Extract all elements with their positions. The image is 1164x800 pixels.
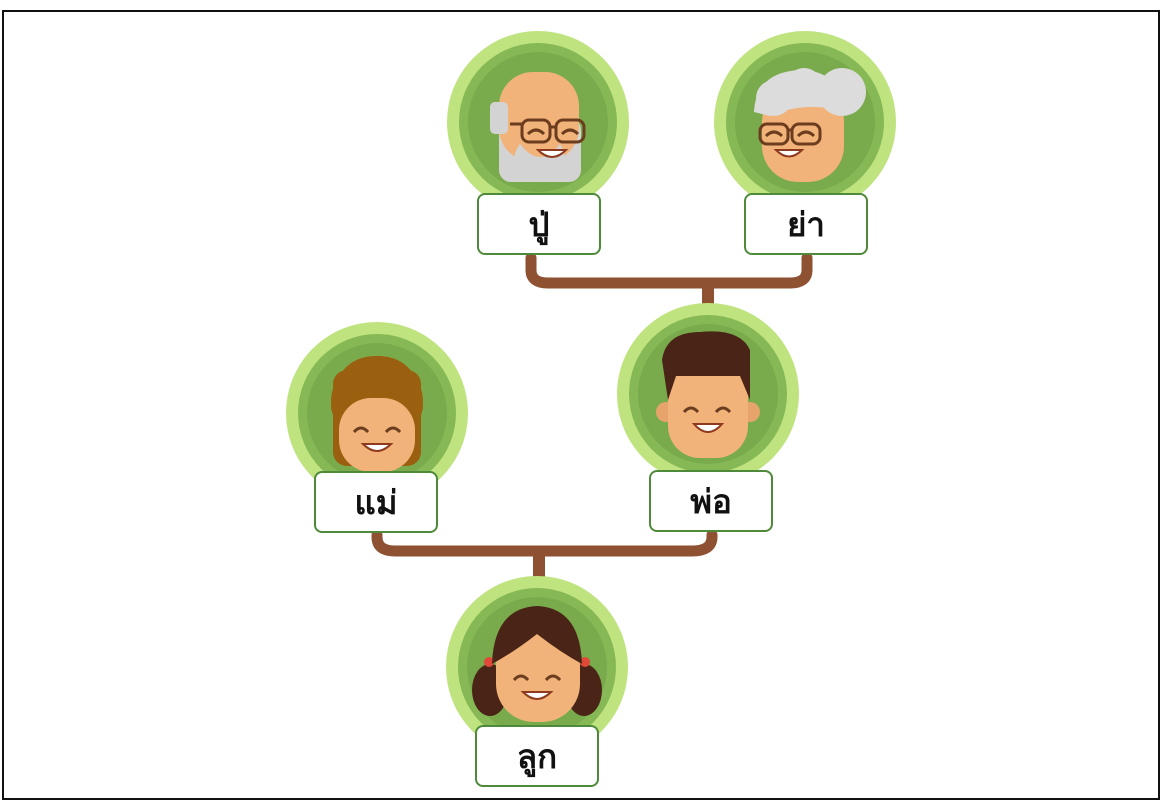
grandfather-avatar: [447, 31, 629, 213]
grandmother-avatar: [714, 31, 896, 213]
grandfather-label: ปู่: [477, 193, 601, 255]
connector-grandparents-stem: [702, 283, 714, 309]
connector-parents: [371, 529, 718, 557]
father-avatar: [617, 303, 799, 485]
child-avatar: [446, 576, 628, 758]
connector-grandparents: [525, 252, 813, 289]
mother-avatar: [286, 322, 468, 504]
father-label: พ่อ: [649, 470, 773, 532]
child-label: ลูก: [475, 725, 599, 787]
grandmother-label: ย่า: [744, 193, 868, 255]
connector-parents-stem: [533, 551, 545, 581]
mother-label: แม่: [314, 471, 438, 533]
